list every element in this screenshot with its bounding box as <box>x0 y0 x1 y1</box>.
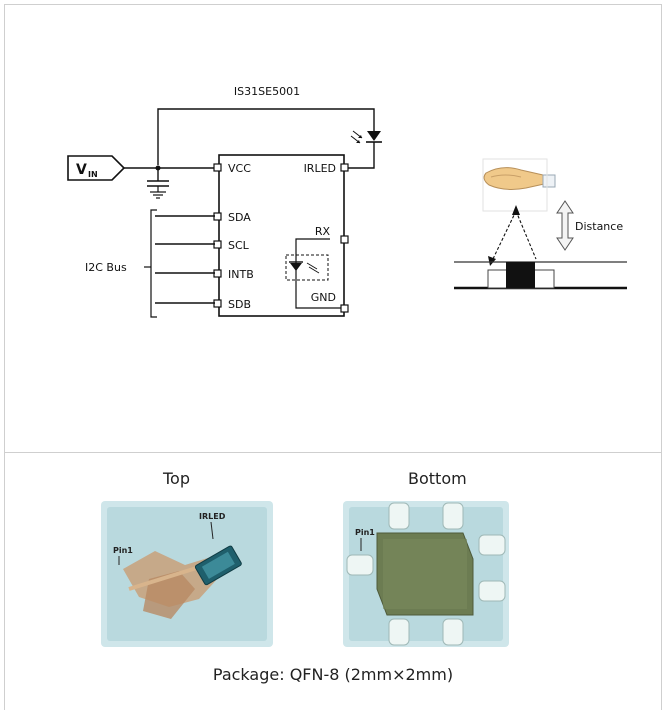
package-bottom-photo: Pin1 <box>343 501 509 647</box>
chip-title: IS31SE5001 <box>234 85 300 98</box>
package-panel: Top Bottom Pin1 IRLED Pin1 Package: QFN-… <box>4 452 662 710</box>
chip-body <box>218 154 345 317</box>
top-pin1-label: Pin1 <box>113 546 133 555</box>
bottom-pin1-label: Pin1 <box>355 528 375 537</box>
schematic-diagram: IS31SE5001 V IN <box>67 85 627 318</box>
top-irled-label: IRLED <box>199 512 226 521</box>
package-top-photo: Pin1 IRLED <box>101 501 273 647</box>
bus-bracket <box>150 209 157 318</box>
hand-icon <box>482 158 556 212</box>
photodiode-icon <box>285 238 341 309</box>
sensor-board <box>454 261 627 290</box>
pin-intb: INTB <box>228 268 254 281</box>
pin-rx: RX <box>315 225 331 238</box>
pin-sdb: SDB <box>228 298 251 311</box>
vin-label: V <box>76 162 87 178</box>
schematic-panel: IS31SE5001 V IN <box>4 4 662 452</box>
pin-gnd: GND <box>311 291 336 304</box>
package-caption: Package: QFN-8 (2mm×2mm) <box>212 665 454 684</box>
vin-subscript: IN <box>88 170 98 179</box>
bottom-view-title: Bottom <box>408 469 467 488</box>
capacitor-ground-icon <box>147 168 169 199</box>
ir-led-icon <box>350 130 382 144</box>
pin-vcc: VCC <box>228 162 251 175</box>
vin-input: V IN <box>67 155 126 181</box>
pin-irled: IRLED <box>304 162 336 175</box>
distance-arrow-icon <box>556 200 574 251</box>
distance-label: Distance <box>575 220 623 233</box>
pin-scl: SCL <box>228 239 250 252</box>
i2c-bus-label: I2C Bus <box>85 261 127 274</box>
pin-sda: SDA <box>228 211 251 224</box>
top-view-title: Top <box>163 469 190 488</box>
